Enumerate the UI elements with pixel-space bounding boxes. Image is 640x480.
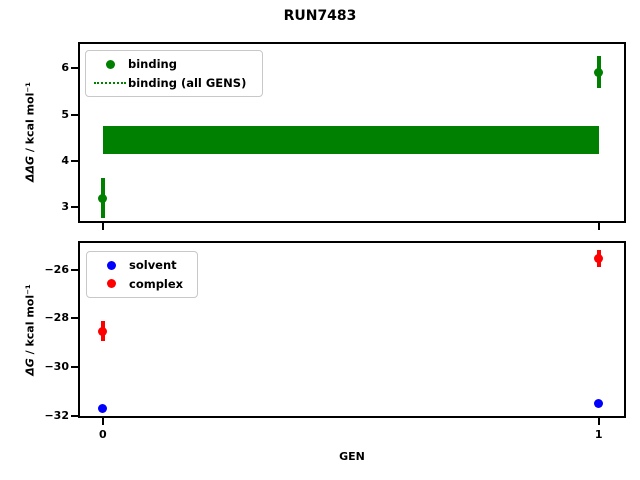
point-solvent-gen1 [594, 398, 604, 408]
top-x-tick [597, 223, 600, 230]
legend-item-binding: binding [92, 55, 252, 74]
figure-title: RUN7483 [283, 8, 357, 24]
legend-label-complex: complex [129, 276, 184, 291]
top-y-tick-label: 5 [61, 107, 69, 121]
point-solvent-gen0 [98, 404, 108, 414]
complex-marker-icon [93, 279, 129, 289]
solvent-marker-icon [93, 260, 129, 270]
top-y-tick [71, 206, 78, 209]
point-complex-gen0 [98, 326, 108, 336]
top-legend: binding binding (all GENS) [85, 50, 263, 97]
top-x-tick [101, 223, 104, 230]
legend-item-binding-all-gens: binding (all GENS) [92, 74, 252, 93]
x-axis-label: GEN [339, 450, 365, 463]
top-y-tick [71, 159, 78, 162]
x-tick-label: 0 [98, 428, 107, 441]
bottom-y-tick [71, 415, 78, 418]
legend-item-solvent: solvent [93, 256, 187, 275]
top-y-tick-label: 3 [61, 200, 69, 214]
legend-label-binding: binding [128, 57, 177, 72]
bottom-y-tick [71, 317, 78, 320]
top-y-tick [71, 67, 78, 70]
bottom-x-tick [101, 418, 104, 425]
top-y-tick-label: 4 [61, 153, 69, 167]
top-y-tick-label: 6 [61, 61, 69, 75]
top-y-axis-label: ΔΔG / kcal mol⁻¹ [24, 82, 37, 182]
point-complex-gen1 [594, 254, 604, 264]
bottom-legend: solvent complex [86, 251, 198, 298]
point-binding-gen1 [594, 67, 604, 77]
legend-label-solvent: solvent [129, 258, 177, 273]
bottom-y-tick-label: −26 [44, 262, 69, 276]
top-y-tick [71, 113, 78, 116]
point-binding-gen0 [98, 193, 108, 203]
bottom-y-tick-label: −28 [44, 311, 69, 325]
bottom-x-tick [597, 418, 600, 425]
legend-label-binding-all-gens: binding (all GENS) [128, 75, 247, 90]
legend-item-complex: complex [93, 275, 187, 294]
bottom-y-tick [71, 366, 78, 369]
binding-all-gens-dotted-line-icon [92, 81, 128, 84]
bottom-y-tick-label: −32 [44, 409, 69, 423]
binding-marker-icon [92, 59, 128, 69]
bottom-y-tick [71, 268, 78, 271]
bottom-y-tick-label: −30 [44, 360, 69, 374]
x-tick-label: 1 [594, 428, 603, 441]
band-binding-all-gens- [102, 125, 599, 155]
